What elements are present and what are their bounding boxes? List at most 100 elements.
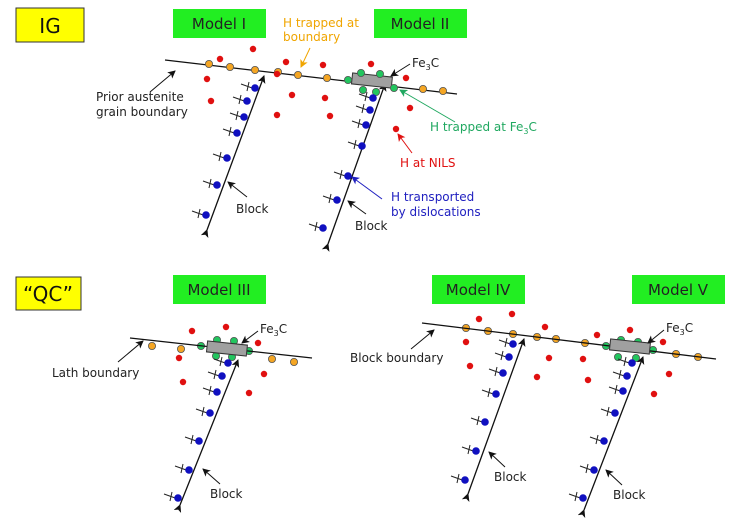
h-at-nils-annotation: H at NILS [397,133,456,170]
h-boundary-dot [147,341,156,350]
h-nils-dot [282,58,290,66]
model-4-block-line [461,338,526,502]
h-nils-dot [466,362,474,370]
h-boundary-dot [438,87,447,96]
h-transported-label-1: H transported [391,190,474,204]
h-dislocation-dot [481,418,489,426]
fe3c-label-m3: Fe3C [260,322,287,338]
h-nils-dot [508,310,516,318]
h-boundary-dot [176,344,185,353]
h-nils-dot [245,389,253,397]
block-boundary-line [421,322,717,360]
h-nils-dot [326,112,334,120]
model-1-label: Model I [192,15,246,33]
h-dislocation-dot [461,476,469,484]
model-2-block-line [321,83,387,252]
h-nils-dot [665,370,673,378]
h-transported-label-2: by dislocations [391,205,481,219]
h-nils-dot [273,111,281,119]
model-4-box: Model IV [432,275,525,304]
h-nils-dot [406,104,414,112]
h-nils-dot [367,60,375,68]
h-dislocation-dot [233,129,241,137]
h-dislocation-dot [499,369,507,377]
h-trapped-fe3c-annotation: H trapped at Fe3C [399,89,537,136]
h-fe3c-dot [389,84,398,93]
h-dislocation-dot [206,409,214,417]
model-5-box: Model V [632,275,725,304]
h-dislocation-dot [218,372,226,380]
model-3-label: Model III [187,281,250,299]
h-fe3c-dot [371,88,380,97]
model-3-box: Model III [173,275,266,304]
h-boundary-dot [204,60,213,69]
h-nils-dot [402,74,410,82]
h-trapped-boundary-annotation: H trapped at boundary [283,16,359,68]
category-ig-label: IG [39,14,60,38]
h-nils-dot [188,327,196,335]
lath-boundary-label: Lath boundary [52,366,139,380]
model-3-panel: Lath boundary Fe3C Block [52,322,313,513]
h-at-nils-label: H at NILS [400,156,456,170]
fe3c-particle [350,72,393,89]
h-trapped-boundary-label-1: H trapped at [283,16,359,30]
block-annotation-m2: Block [347,200,388,233]
h-nils-dot [462,338,470,346]
h-dislocation-dot [619,387,627,395]
h-nils-dot [321,94,329,102]
h-fe3c-dot [343,76,352,85]
h-dislocation-dot [202,211,210,219]
h-dislocation-dot [505,353,513,361]
h-fe3c-dot [375,70,384,79]
category-ig: IG [15,7,85,43]
h-nils-dot [207,97,215,105]
fe3c-annotation-top: Fe3C [390,56,439,77]
h-dislocation-dot [223,154,231,162]
h-dislocation-dot [344,172,352,180]
fe3c-label-top: Fe3C [412,56,439,72]
model-2-label: Model II [391,15,450,33]
category-qc: “QC” [15,276,82,311]
h-dislocation-dot [600,437,608,445]
h-nils-dot [579,355,587,363]
h-dislocation-dot [369,94,377,102]
h-boundary-dot [225,63,234,72]
block-label-m3: Block [210,487,243,501]
h-nils-dot [475,315,483,323]
h-dislocation-dot [319,224,327,232]
h-nils-dot [216,55,224,63]
h-boundary-dot [250,66,259,75]
h-fe3c-dot [358,86,367,95]
h-boundary-dot [293,71,302,80]
fe3c-label-m5: Fe3C [666,321,693,337]
h-nils-dot [288,91,296,99]
prior-austenite-grain-boundary-line [164,59,458,95]
h-nils-dot [222,323,230,331]
h-boundary-dot [267,354,276,363]
block-annotation-m1: Block [227,181,269,216]
model-5-block-line [577,356,645,518]
h-nils-dot [541,323,549,331]
model-1-block-line [200,75,266,238]
h-dislocation-dot [224,359,232,367]
prior-austenite-label-2: grain boundary [96,105,188,119]
h-dislocation-dot [213,388,221,396]
h-fe3c-dot [649,345,658,354]
h-trapped-boundary-label-2: boundary [283,30,340,44]
h-boundary-dot [322,74,331,83]
block-label-m1: Block [236,202,269,216]
h-boundary-dot [289,357,298,366]
h-nils-dot [545,354,553,362]
h-nils-dot [179,378,187,386]
h-nils-dot [392,125,400,133]
prior-austenite-annotation: Prior austenite grain boundary [96,70,188,119]
model-2-box: Model II [374,9,467,38]
h-nils-dot [249,45,257,53]
h-nils-dot [273,70,281,78]
h-dislocation-dot [174,494,182,502]
fe3c-particle-m5 [608,338,651,355]
h-dislocation-dot [195,437,203,445]
h-nils-dot [260,370,268,378]
model-4-5-panel: Block boundary Fe3C Block Block [350,321,717,518]
model-3-block-line [173,359,240,513]
